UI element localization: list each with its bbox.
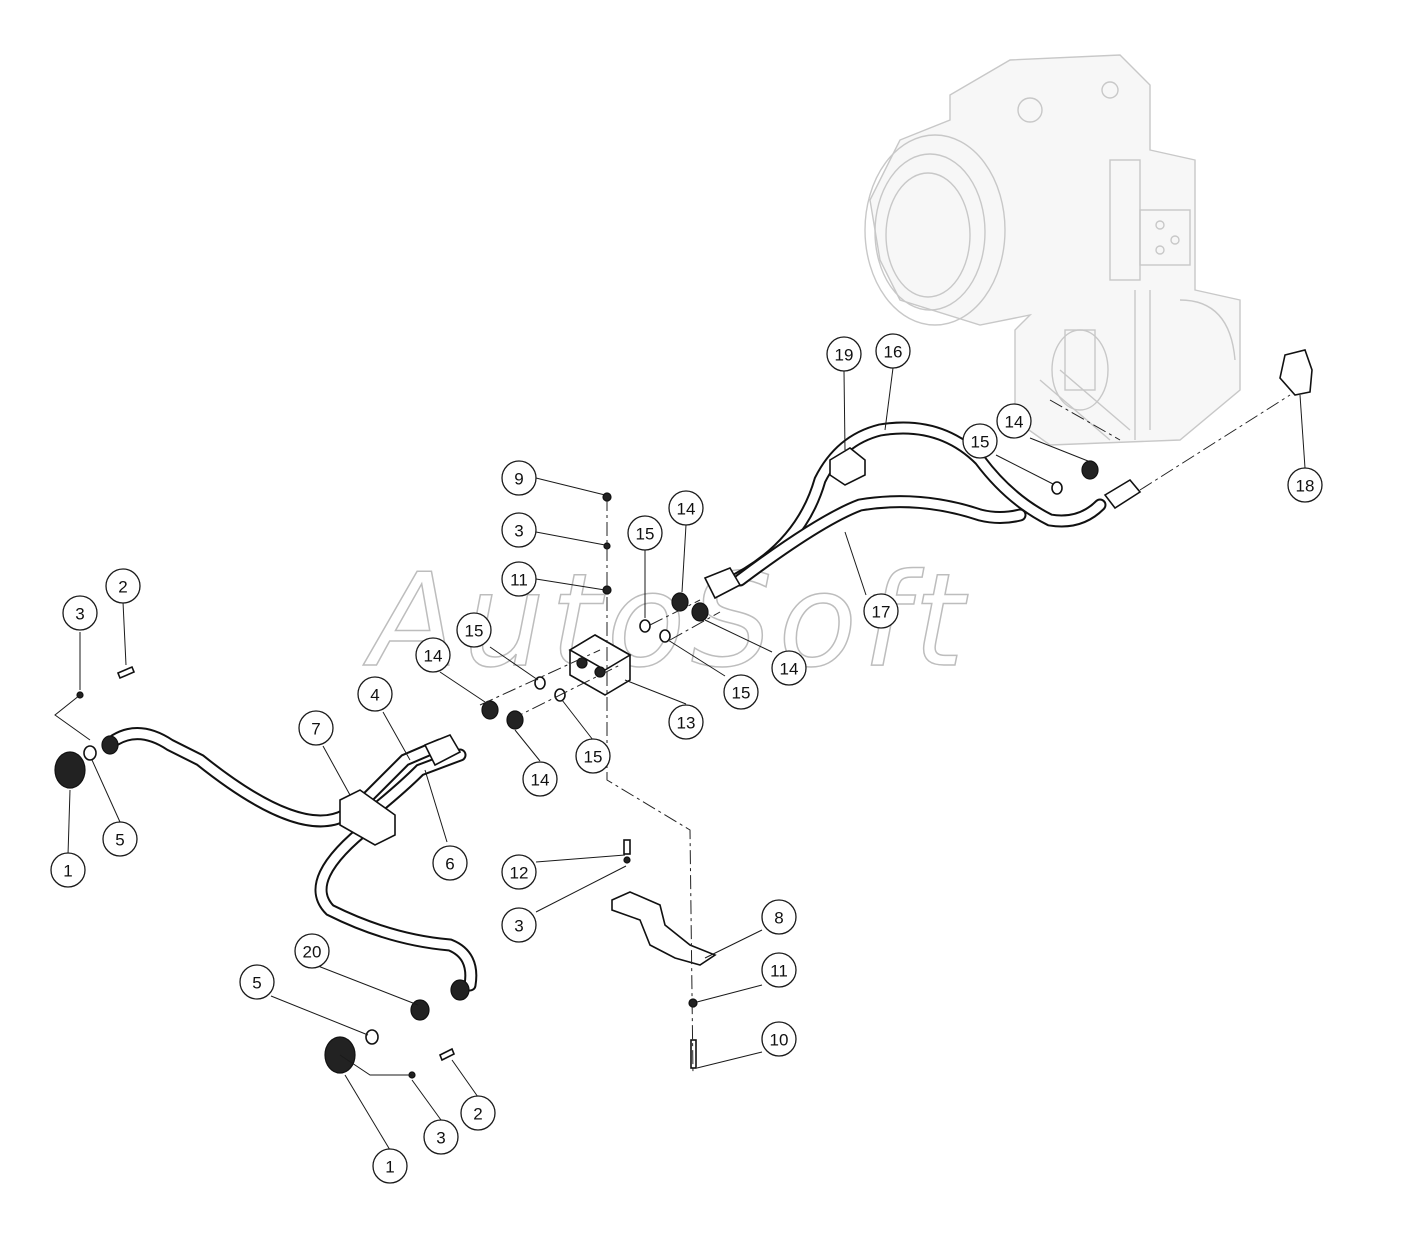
manifold-block-13: [568, 634, 632, 696]
svg-text:14: 14: [424, 647, 443, 666]
svg-text:1: 1: [63, 862, 72, 881]
callout-5: 5: [102, 821, 138, 857]
callout-15: 15: [723, 674, 759, 710]
callout-11: 11: [761, 952, 797, 988]
svg-text:14: 14: [677, 500, 696, 519]
callout-14: 14: [668, 490, 704, 526]
svg-text:7: 7: [311, 720, 320, 739]
bracket-8: [611, 891, 717, 966]
callout-5: 5: [239, 964, 275, 1000]
clamp-19: [829, 447, 866, 486]
svg-text:15: 15: [971, 433, 990, 452]
svg-text:19: 19: [835, 346, 854, 365]
callout-15: 15: [456, 612, 492, 648]
svg-text:5: 5: [115, 831, 124, 850]
callout-12: 12: [501, 854, 537, 890]
callout-group: 1 1 2 2 3 3 3 3 4 5 5 6 7 8 9 10 11 11 1…: [50, 333, 1323, 1184]
svg-text:4: 4: [370, 686, 379, 705]
svg-text:14: 14: [531, 771, 550, 790]
assembly-lines: [54, 394, 1291, 1076]
callout-1: 1: [50, 852, 86, 888]
callout-14: 14: [522, 761, 558, 797]
svg-text:8: 8: [774, 909, 783, 928]
svg-text:13: 13: [677, 714, 696, 733]
svg-text:15: 15: [584, 748, 603, 767]
clamp-block-7: [339, 789, 396, 846]
svg-text:6: 6: [445, 855, 454, 874]
hose-assembly-right: [718, 421, 1107, 592]
svg-text:5: 5: [252, 974, 261, 993]
callout-10: 10: [761, 1021, 797, 1057]
callout-14: 14: [771, 650, 807, 686]
callout-13: 13: [668, 704, 704, 740]
callout-18: 18: [1287, 467, 1323, 503]
callout-20: 20: [294, 933, 330, 969]
callout-15: 15: [962, 423, 998, 459]
svg-text:2: 2: [118, 578, 127, 597]
transmission-ghost: [864, 54, 1241, 446]
svg-text:11: 11: [770, 962, 788, 981]
callout-15: 15: [575, 738, 611, 774]
callout-3: 3: [62, 595, 98, 631]
callout-9: 9: [501, 460, 537, 496]
callout-7: 7: [298, 710, 334, 746]
svg-text:15: 15: [732, 684, 751, 703]
svg-text:14: 14: [780, 660, 799, 679]
callout-8: 8: [761, 899, 797, 935]
callout-3: 3: [501, 907, 537, 943]
svg-text:3: 3: [436, 1129, 445, 1148]
svg-text:1: 1: [385, 1158, 394, 1177]
svg-text:18: 18: [1296, 477, 1315, 496]
callout-6: 6: [432, 845, 468, 881]
callout-17: 17: [863, 593, 899, 629]
leader-lines: [67, 367, 1306, 1151]
svg-text:17: 17: [872, 603, 891, 622]
callout-2: 2: [105, 568, 141, 604]
svg-text:15: 15: [465, 622, 484, 641]
svg-text:11: 11: [510, 571, 528, 590]
svg-text:20: 20: [303, 943, 322, 962]
callout-4: 4: [357, 676, 393, 712]
svg-text:16: 16: [884, 343, 903, 362]
svg-text:15: 15: [636, 525, 655, 544]
svg-text:3: 3: [75, 605, 84, 624]
callout-14: 14: [415, 637, 451, 673]
svg-text:3: 3: [514, 522, 523, 541]
callout-16: 16: [875, 333, 911, 369]
callout-15: 15: [627, 515, 663, 551]
svg-text:2: 2: [473, 1105, 482, 1124]
svg-text:3: 3: [514, 917, 523, 936]
svg-text:14: 14: [1005, 413, 1024, 432]
callout-11: 11: [501, 561, 537, 597]
callout-3: 3: [501, 512, 537, 548]
hose-assembly-left: [108, 727, 478, 992]
callout-19: 19: [826, 336, 862, 372]
callout-1: 1: [372, 1148, 408, 1184]
fittings: [54, 349, 1313, 1079]
svg-text:12: 12: [510, 864, 529, 883]
callout-3: 3: [423, 1119, 459, 1155]
svg-text:10: 10: [770, 1031, 789, 1050]
callout-14: 14: [996, 403, 1032, 439]
svg-text:9: 9: [514, 470, 523, 489]
callout-2: 2: [460, 1095, 496, 1131]
